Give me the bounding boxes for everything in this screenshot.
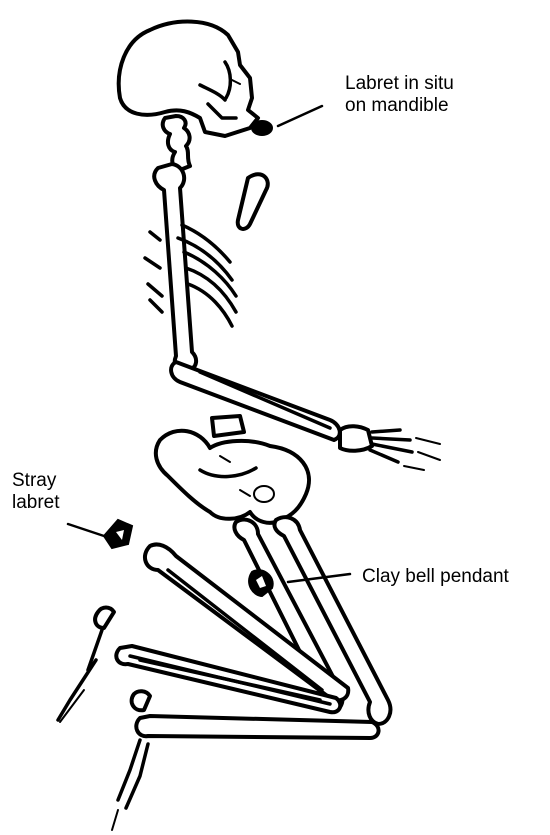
hand bbox=[340, 426, 440, 470]
forearm bbox=[171, 362, 340, 440]
label-stray-labret-line1: Stray bbox=[12, 470, 60, 492]
label-clay-bell-pendant: Clay bell pendant bbox=[362, 566, 509, 588]
labret-in-situ-mark bbox=[252, 121, 272, 135]
cervical-vertebrae bbox=[163, 116, 190, 170]
label-stray-labret-line2: labret bbox=[12, 492, 60, 514]
pelvis bbox=[156, 431, 309, 523]
label-labret-in-situ-line2: on mandible bbox=[345, 95, 454, 117]
skull bbox=[119, 22, 258, 136]
stray-labret-leader bbox=[68, 524, 104, 536]
label-labret-in-situ-line1: Labret in situ bbox=[345, 73, 454, 95]
labret-in-situ-leader bbox=[278, 106, 322, 126]
lower-leg-third bbox=[136, 716, 378, 738]
lumbar-vertebra bbox=[212, 416, 244, 436]
label-labret-in-situ: Labret in situ on mandible bbox=[345, 73, 454, 117]
label-stray-labret: Stray labret bbox=[12, 470, 60, 514]
foot-bones bbox=[58, 608, 150, 831]
clavicle bbox=[238, 174, 268, 229]
